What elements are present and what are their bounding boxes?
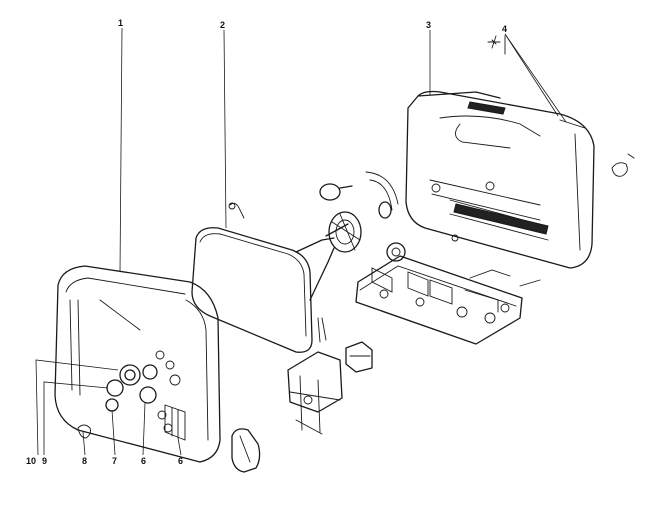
callout-7: 7 — [112, 456, 117, 466]
callout-8: 8 — [82, 456, 87, 466]
tuner-assembly — [287, 317, 373, 435]
callout-6-right: 6 — [178, 456, 183, 466]
callout-labels: 1 2 3 4 10 9 8 7 6 6 — [26, 18, 507, 466]
callout-1: 1 — [118, 18, 123, 28]
back-cover — [405, 90, 595, 269]
knob-cover — [77, 424, 261, 473]
screws — [487, 35, 635, 177]
callout-3: 3 — [426, 20, 431, 30]
callout-10: 10 — [26, 456, 36, 466]
circuit-board — [355, 242, 541, 345]
callout-4: 4 — [502, 24, 507, 34]
leader-lines — [35, 27, 567, 456]
callout-9: 9 — [42, 456, 47, 466]
callout-2: 2 — [220, 20, 225, 30]
deflection-yoke — [319, 171, 399, 253]
callout-6-left: 6 — [141, 456, 146, 466]
